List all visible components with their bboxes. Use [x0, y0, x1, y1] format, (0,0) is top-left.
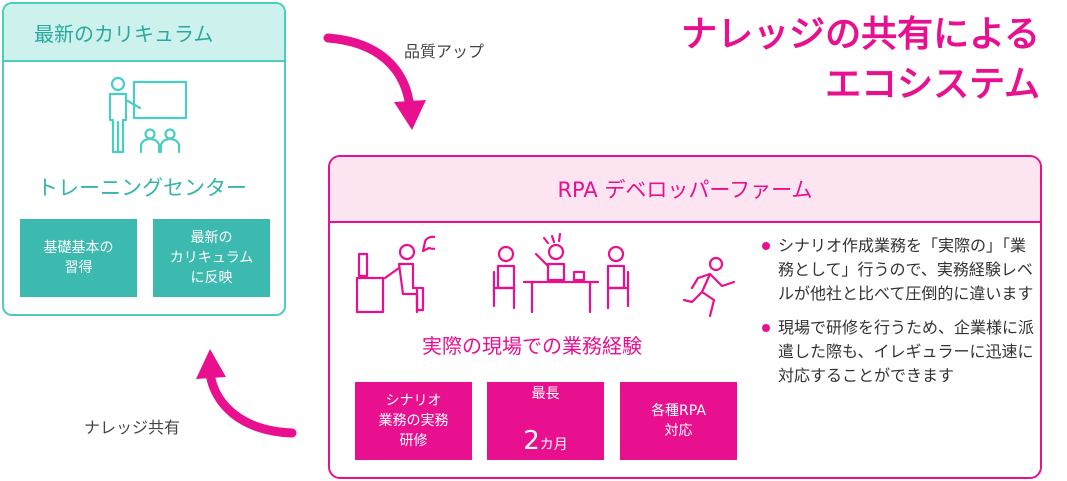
benefit-list: シナリオ作成業務を「実際の」「業務として」行うので、実務経験レベルが他社と比べて…: [760, 234, 1035, 398]
rpa-subtitle: 実際の現場での業務経験: [422, 334, 642, 358]
max-duration-label: 最長: [531, 386, 560, 402]
desk-worker-thinking-icon: [355, 235, 435, 314]
main-title: ナレッジの共有による エコシステム: [600, 10, 1040, 110]
training-header: 最新のカリキュラム: [4, 4, 284, 62]
quality-up-arrow-icon: [323, 33, 426, 130]
curriculum-reflect-box: 最新の カリキュラム に反映: [153, 219, 270, 297]
main-title-line2: エコシステム: [825, 64, 1040, 105]
max-duration-value: 2カ月: [523, 404, 568, 458]
max-duration-box: 最長 2カ月: [487, 382, 604, 460]
knowledge-share-arrow-icon: [196, 349, 297, 438]
benefit-item: シナリオ作成業務を「実際の」「業務として」行うので、実務経験レベルが他社と比べて…: [760, 234, 1035, 306]
quality-up-label: 品質アップ: [404, 42, 485, 61]
teacher-presenting-icon: [108, 76, 188, 154]
benefit-item: 現場で研修を行うため、企業様に派遣した際も、イレギュラーに迅速に対応することがで…: [760, 316, 1035, 388]
team-meeting-icon: [492, 232, 630, 314]
max-duration-number: 2: [523, 426, 540, 456]
rpa-header: RPA デベロッパーファーム: [330, 157, 1040, 223]
scenario-training-box: シナリオ 業務の実務 研修: [355, 382, 472, 460]
running-person-icon: [682, 256, 736, 318]
max-duration-unit: カ月: [539, 437, 568, 453]
knowledge-share-label: ナレッジ共有: [84, 418, 181, 437]
main-title-line1: ナレッジの共有による: [681, 14, 1040, 55]
basic-learning-box: 基礎基本の 習得: [20, 219, 137, 297]
training-subtitle: トレーニングセンター: [37, 176, 247, 200]
rpa-tools-box: 各種RPA 対応: [620, 382, 737, 460]
